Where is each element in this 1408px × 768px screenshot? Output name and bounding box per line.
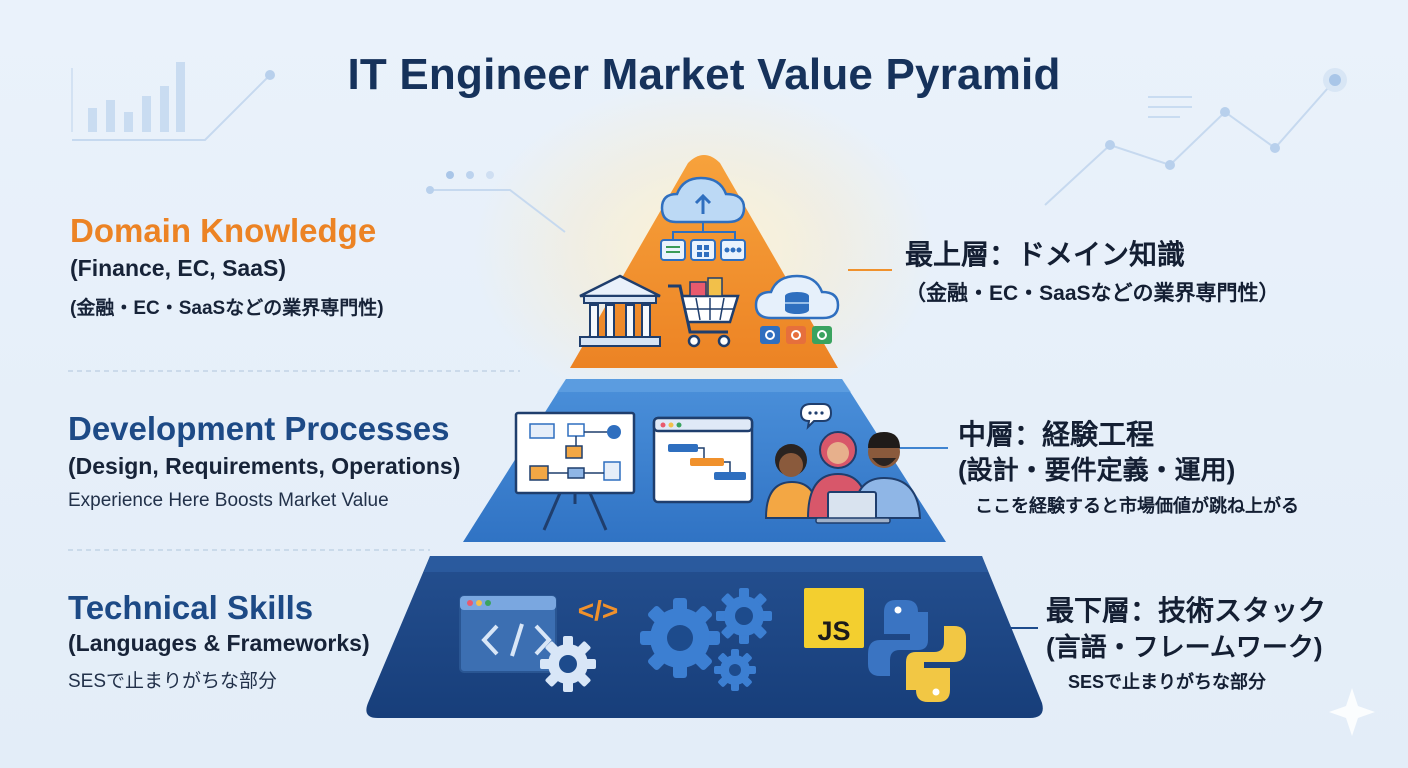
bottom-tier-jp-note: SESで止まりがちな部分 — [1068, 672, 1267, 692]
top-tier-heading: Domain Knowledge — [70, 212, 377, 249]
top-tier-note: (金融・EC・SaaSなどの業界専門性) — [70, 298, 384, 319]
code-brackets-glyph: </> — [578, 595, 618, 626]
code-window-icon — [459, 595, 557, 673]
svg-text:JS: JS — [817, 616, 850, 646]
list-lines-icon — [1148, 96, 1192, 118]
bottom-tier-heading: Technical Skills — [68, 589, 314, 626]
shopping-cart-icon — [668, 277, 740, 348]
sparkle-icon — [1329, 688, 1375, 736]
bottom-tier-jp-heading: 最下層：技術スタック — [1046, 595, 1327, 626]
middle-tier-jp-note: ここを経験すると市場価値が跳ね上がる — [975, 496, 1299, 516]
middle-tier-jp-heading: 中層：経験工程 — [958, 419, 1155, 450]
gantt-chart-icon — [652, 416, 754, 504]
top-tier-subheading: (Finance, EC, SaaS) — [70, 255, 287, 281]
top-tier-jp-heading: 最上層：ドメイン知識 — [905, 239, 1186, 270]
cloud-upload-icon — [660, 176, 746, 240]
mini-bar-chart-icon — [88, 62, 185, 132]
bank-icon — [579, 274, 661, 347]
cloud-database-icon — [754, 274, 840, 344]
middle-tier-subheading: (Design, Requirements, Operations) — [68, 453, 461, 479]
page-title: IT Engineer Market Value Pyramid — [347, 50, 1061, 99]
bottom-tier-note: SESで止まりがちな部分 — [68, 671, 278, 692]
middle-tier-jp-sub: (設計・要件定義・運用) — [958, 455, 1236, 485]
gears-icon — [640, 588, 772, 691]
top-tier-jp-sub: （金融・EC・SaaSなどの業界専門性） — [905, 282, 1280, 305]
javascript-icon: JS — [804, 588, 864, 648]
middle-tier-heading: Development Processes — [68, 410, 450, 447]
python-icon — [868, 600, 966, 702]
middle-tier-note: Experience Here Boosts Market Value — [68, 490, 389, 511]
bottom-tier-subheading: (Languages & Frameworks) — [68, 630, 370, 656]
app-tiles-icon — [660, 239, 746, 261]
gear-small-icon — [540, 636, 596, 692]
bottom-tier-jp-sub: (言語・フレームワーク) — [1046, 632, 1323, 662]
team-meeting-icon — [764, 403, 922, 524]
flowchart-board-icon — [514, 411, 636, 531]
